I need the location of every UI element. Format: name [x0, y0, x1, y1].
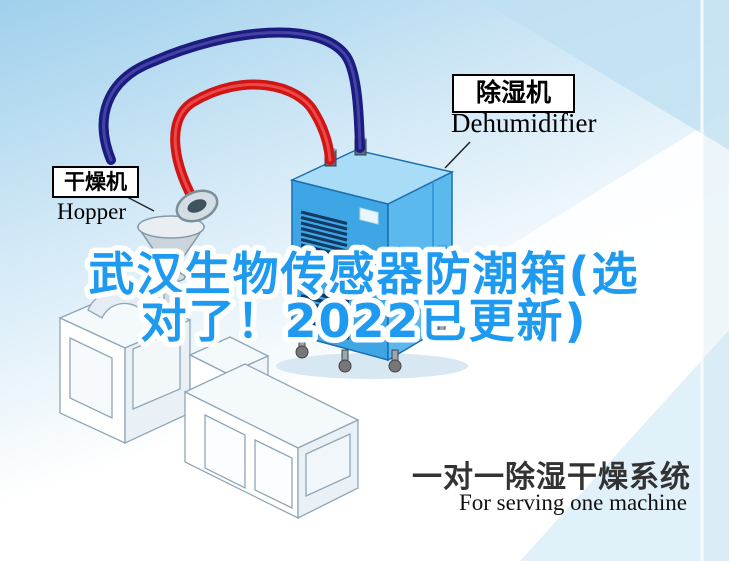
dehumidifier-unit	[276, 136, 468, 379]
dehumidifier-shadow	[276, 353, 468, 379]
barrel-end-panel	[305, 432, 351, 498]
vent-grille-lower	[300, 288, 350, 340]
clamp-ring-hole	[187, 199, 207, 213]
vent-grille-upper	[300, 210, 348, 280]
navy-hose-highlight	[102, 31, 362, 162]
dryer-label-box: 干燥机	[52, 166, 139, 199]
overlay-title-line1: 武汉生物传感器防潮箱(选	[88, 247, 639, 301]
funnel-flange	[156, 271, 186, 283]
hopper-clamp-ring	[175, 189, 219, 223]
overlay-title-line2: 对了！2022已更新)	[140, 294, 587, 348]
dehumidifier-label-cn: 除湿机	[476, 78, 552, 107]
dehumidifier-label-en: Dehumidifier	[451, 108, 597, 138]
dryer-leader-line	[124, 195, 155, 212]
dryer-label-cn: 干燥机	[64, 170, 127, 194]
barrel-front-panel-1	[204, 413, 246, 490]
background-bottom-right-wedge	[520, 330, 729, 561]
hoses	[98, 27, 365, 211]
caption-cn: 一对一除湿干燥系统	[412, 460, 691, 495]
hopper-label-en: Hopper	[57, 199, 126, 224]
background-top-right-wedge	[480, 0, 729, 150]
dehumidifier-leader-line	[444, 141, 471, 169]
dehumidifier-label-box: 除湿机	[452, 74, 576, 113]
background-right-fold	[702, 0, 729, 561]
caption-en: For serving one machine	[458, 490, 687, 515]
tower-side-panel	[132, 328, 181, 410]
motor-dome	[87, 285, 163, 319]
extruder-machine	[58, 277, 360, 520]
cabinet-label-sticker	[359, 207, 379, 225]
red-hose-highlight	[173, 83, 332, 208]
cabinet-door-latch	[437, 245, 447, 263]
casters	[295, 321, 449, 373]
barrel-front-panel-2	[254, 438, 293, 510]
tower-front-panel	[69, 336, 113, 420]
